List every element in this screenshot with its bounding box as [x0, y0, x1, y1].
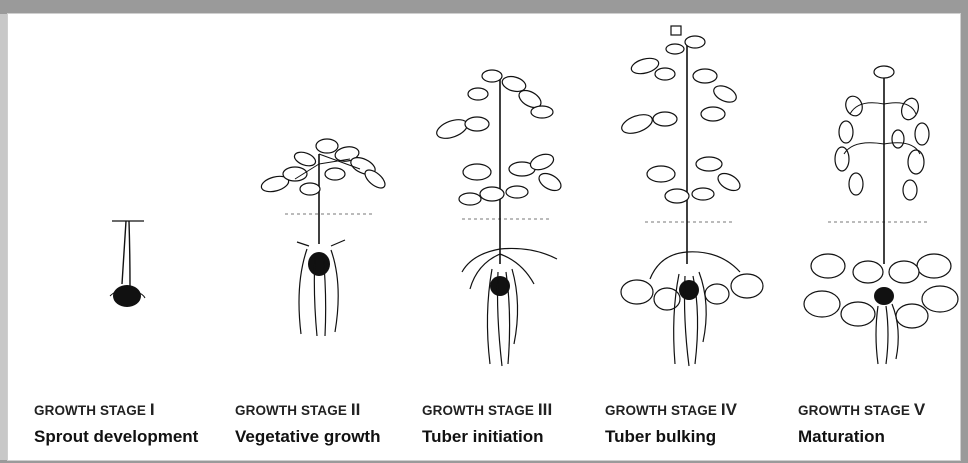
stage-5: GROWTH STAGE V Maturation — [798, 14, 960, 460]
stage-description: Tuber bulking — [605, 427, 716, 447]
stage-4: GROWTH STAGE IV Tuber bulking — [605, 14, 785, 460]
maturation-plant-illustration — [798, 14, 960, 394]
stage-description: Vegetative growth — [235, 427, 380, 447]
stage-title: GROWTH STAGE I — [34, 400, 155, 420]
stage-2: GROWTH STAGE II Vegetative growth — [235, 14, 415, 460]
stage-description: Tuber initiation — [422, 427, 544, 447]
vegetative-plant-illustration — [235, 14, 415, 394]
tuber-initiation-plant-illustration — [422, 14, 602, 394]
stage-title: GROWTH STAGE V — [798, 400, 925, 420]
stage-title: GROWTH STAGE IV — [605, 400, 737, 420]
diagram-frame: GROWTH STAGE I Sprout development — [8, 14, 960, 460]
sprout-illustration — [34, 14, 234, 394]
stage-1: GROWTH STAGE I Sprout development — [34, 14, 234, 460]
tuber-bulking-plant-illustration — [605, 14, 785, 394]
stage-title: GROWTH STAGE III — [422, 400, 552, 420]
stage-description: Maturation — [798, 427, 885, 447]
stage-title: GROWTH STAGE II — [235, 400, 360, 420]
stage-description: Sprout development — [34, 427, 198, 447]
stage-3: GROWTH STAGE III Tuber initiation — [422, 14, 602, 460]
left-border-strip — [0, 14, 8, 460]
